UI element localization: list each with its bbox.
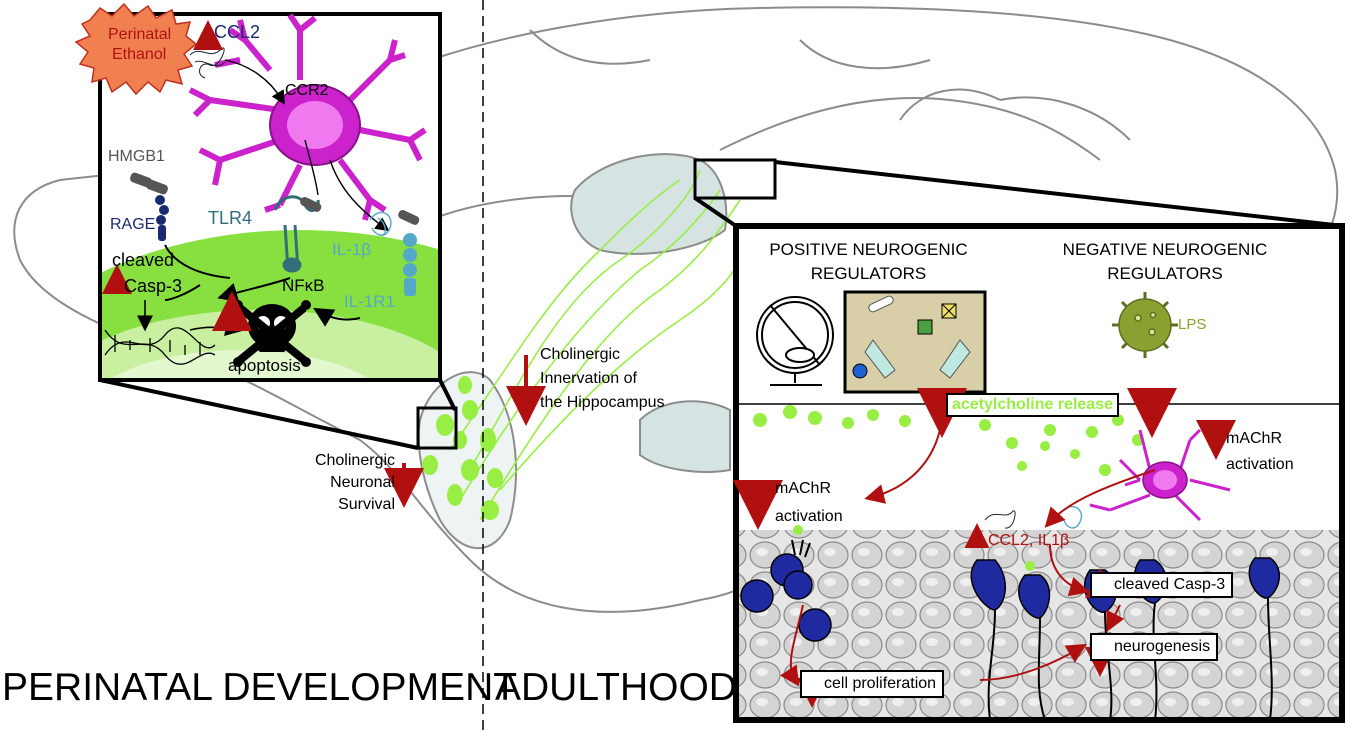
nfkb-label: NFκB (282, 276, 325, 295)
il1r1-receptor (403, 233, 417, 296)
microglia-cell (188, 13, 427, 221)
neurogenesis-box: neurogenesis (1090, 633, 1219, 661)
zoom-region-right (693, 158, 777, 200)
enriched-environment-icon (843, 290, 987, 394)
dna-helix (104, 327, 216, 365)
cleaved-label: cleaved (112, 250, 175, 270)
tlr4-label: TLR4 (208, 208, 253, 228)
ethanol-label-line1: Perinatal (108, 26, 172, 43)
section-title-perinatal: PERINATAL DEVELOPMENT (2, 666, 518, 709)
cell-proliferation-box: cell proliferation (800, 670, 945, 698)
rage-label: RAGE (110, 216, 156, 233)
negative-header-line2: REGULATORS (1107, 264, 1223, 283)
il1b-molecule-right (1061, 506, 1083, 529)
microglia-cell-right (1089, 428, 1231, 522)
acetylcholine-dots (753, 405, 1144, 571)
zoom-region-left (416, 406, 458, 450)
cholinergic-neurons (422, 376, 503, 520)
neural-progenitors (740, 553, 832, 642)
machr-left-line1: mAChR (775, 480, 832, 497)
ethanol-starburst (74, 2, 198, 96)
rage-receptor (155, 195, 169, 241)
cleaved-casp3-box: cleaved Casp-3 (1090, 572, 1234, 598)
machr-right-line1: mAChR (1226, 430, 1283, 447)
survival-line1: Cholinergic (314, 452, 395, 469)
innervation-line1: Cholinergic (540, 346, 621, 363)
casp3-label: Casp-3 (124, 276, 183, 296)
machr-left-line2: activation (775, 508, 843, 525)
il1b-molecule (369, 211, 392, 237)
running-wheel-icon (756, 296, 834, 386)
ccl2-label: CCL2 (214, 22, 261, 42)
apoptosis-label: apoptosis (228, 356, 301, 375)
ethanol-label-line2: Ethanol (112, 46, 167, 63)
cytokines-label: CCL2, IL1β (988, 532, 1070, 549)
positive-header-line1: POSITIVE NEUROGENIC (769, 240, 968, 259)
survival-line3: Survival (338, 496, 395, 513)
il1r1-label: IL-1R1 (344, 292, 396, 311)
section-title-adulthood: ADULTHOOD (495, 666, 737, 709)
ccl2-molecule-right (984, 510, 1016, 529)
hmgb1-label: HMGB1 (108, 148, 165, 165)
lps-label: LPS (1178, 316, 1207, 333)
ccl2-molecule (189, 47, 226, 79)
skull-icon (233, 300, 311, 367)
ccr2-label: CCR2 (285, 82, 329, 99)
lps-virus-icon (1112, 292, 1178, 358)
machr-right-line2: activation (1226, 456, 1294, 473)
negative-header-line1: NEGATIVE NEUROGENIC (1062, 240, 1268, 259)
acetylcholine-release-box: acetylcholine release (946, 393, 1119, 417)
innervation-line3: the Hippocampus (540, 394, 665, 411)
hmgb1-molecule (130, 172, 168, 195)
positive-header-line2: REGULATORS (810, 264, 927, 283)
survival-line2: Neuronal (330, 474, 395, 491)
innervation-line2: Innervation of (540, 370, 637, 387)
il1b-label: IL-1β (332, 240, 372, 259)
